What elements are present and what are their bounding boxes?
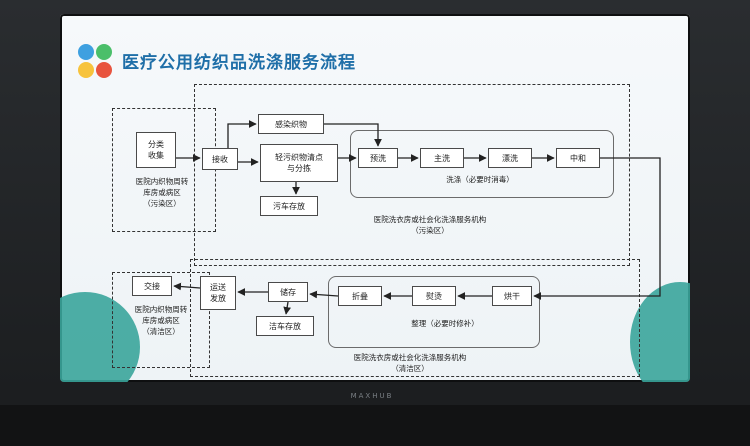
dirty-vehicle-node: 污车存放 [260,196,318,216]
logo-icon [78,44,114,80]
light-dirty-sort-node: 轻污织物清点 与分拣 [260,144,338,182]
left-top-zone [112,108,216,232]
left-bottom-zone [112,272,210,368]
clean-left-caption: 医院内织物周转 库房或病区 （清洁区） [134,305,188,336]
receive-node: 接收 [202,148,238,170]
iron-node: 熨烫 [412,286,456,306]
left-top-caption: 医院内织物周转 库房或病区 （污染区） [135,177,189,208]
store-node: 储存 [268,282,308,302]
clean-area-caption: 医院洗衣房或社会化洗涤服务机构 （清洁区） [353,353,467,373]
monitor-brand-label: MAXHUB [350,392,394,400]
finishing-caption: 整理（必要时修补） [411,319,479,328]
main-wash-node: 主洗 [420,148,464,168]
dispatch-node: 运送 发放 [200,276,236,310]
infected-linen-node: 感染织物 [258,114,324,134]
handover-node: 交接 [132,276,172,296]
neutralize-node: 中和 [556,148,600,168]
contaminated-area-caption: 医院洗衣房或社会化洗涤服务机构 （污染区） [373,215,487,235]
desk-surface [0,405,750,446]
presentation-screen: 医疗公用纺织品洗涤服务流程 分类 收集 医院内织物周转 库房或病区 （污染区） … [60,14,690,382]
pre-wash-node: 预洗 [358,148,398,168]
dry-node: 烘干 [492,286,532,306]
clean-vehicle-node: 洁车存放 [256,316,314,336]
fold-node: 折叠 [338,286,382,306]
finishing-group [328,276,540,348]
clean-zone [190,259,640,377]
sort-collect-node: 分类 收集 [136,132,176,168]
washing-caption: 洗涤（必要时消毒） [446,175,514,184]
rinse-node: 漂洗 [488,148,532,168]
slide-title: 医疗公用纺织品洗涤服务流程 [122,53,356,73]
